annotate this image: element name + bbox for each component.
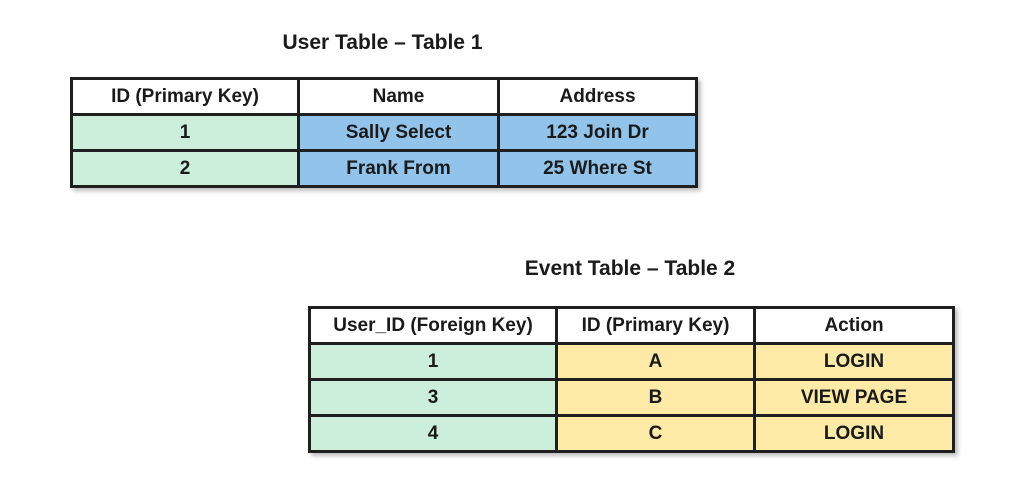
data-cell-id: 1 <box>70 113 300 152</box>
table-row: 1 Sally Select 123 Join Dr <box>70 113 698 152</box>
data-cell-id: C <box>555 414 756 453</box>
table-row: 4 C LOGIN <box>308 414 955 453</box>
user-table: ID (Primary Key) Name Address 1 Sally Se… <box>70 77 698 188</box>
header-cell-id-primary-key: ID (Primary Key) <box>555 306 756 345</box>
data-cell-user-id: 4 <box>308 414 558 453</box>
event-table-header-row: User_ID (Foreign Key) ID (Primary Key) A… <box>308 306 955 345</box>
data-cell-user-id: 1 <box>308 342 558 381</box>
data-cell-user-id: 3 <box>308 378 558 417</box>
table-row: 3 B VIEW PAGE <box>308 378 955 417</box>
table-row: 2 Frank From 25 Where St <box>70 149 698 188</box>
data-cell-id: A <box>555 342 756 381</box>
data-cell-id: B <box>555 378 756 417</box>
user-table-section: User Table – Table 1 ID (Primary Key) Na… <box>70 30 698 188</box>
data-cell-address: 123 Join Dr <box>497 113 698 152</box>
data-cell-id: 2 <box>70 149 300 188</box>
data-cell-action: LOGIN <box>753 342 955 381</box>
header-cell-id-primary-key: ID (Primary Key) <box>70 77 300 116</box>
table-row: 1 A LOGIN <box>308 342 955 381</box>
header-cell-name: Name <box>297 77 500 116</box>
header-cell-address: Address <box>497 77 698 116</box>
event-table: User_ID (Foreign Key) ID (Primary Key) A… <box>308 306 955 453</box>
event-table-section: Event Table – Table 2 User_ID (Foreign K… <box>308 256 955 453</box>
user-table-title: User Table – Table 1 <box>282 31 483 54</box>
header-cell-action: Action <box>753 306 955 345</box>
user-table-header-row: ID (Primary Key) Name Address <box>70 77 698 116</box>
data-cell-name: Sally Select <box>297 113 500 152</box>
data-cell-name: Frank From <box>297 149 500 188</box>
data-cell-action: LOGIN <box>753 414 955 453</box>
data-cell-action: VIEW PAGE <box>753 378 955 417</box>
header-cell-user-id-foreign-key: User_ID (Foreign Key) <box>308 306 558 345</box>
event-table-title: Event Table – Table 2 <box>524 257 736 280</box>
data-cell-address: 25 Where St <box>497 149 698 188</box>
